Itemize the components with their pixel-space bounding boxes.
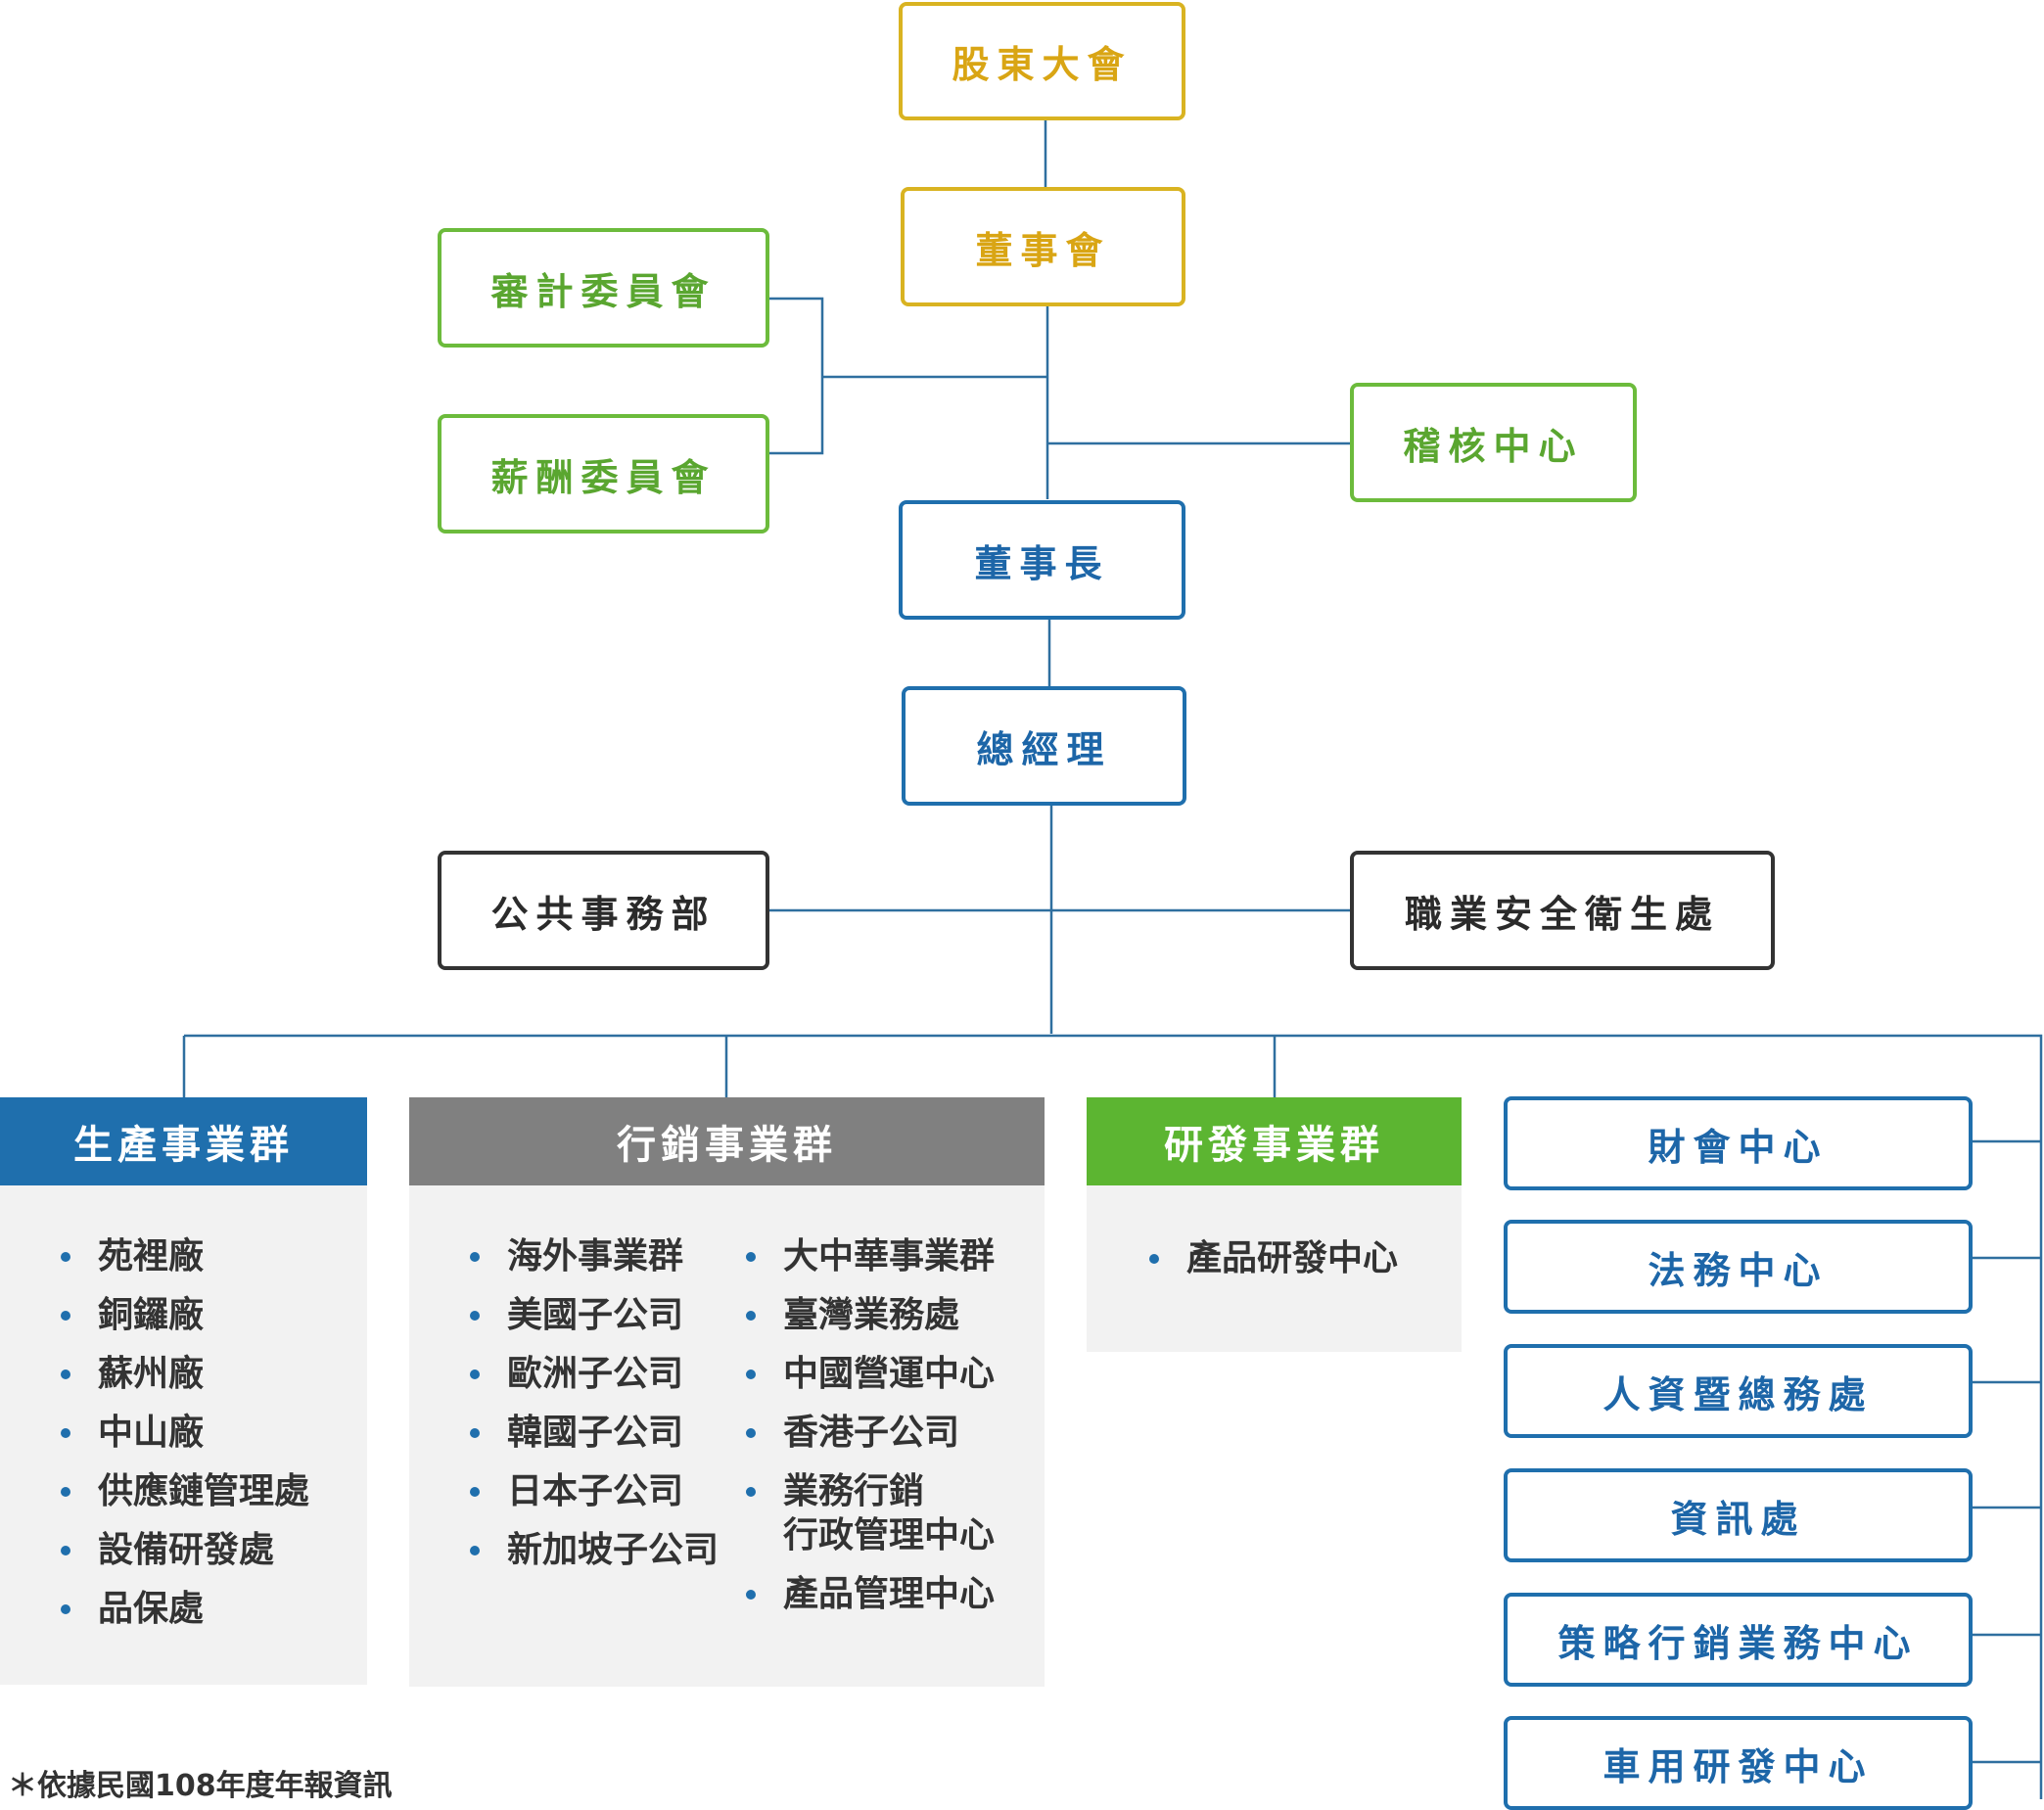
production-group-list: 苑裡廠 銅鑼廠 蘇州廠 中山廠 供應鏈管理處 設備研發處 品保處 (59, 1234, 309, 1646)
list-item: 日本子公司 (468, 1469, 719, 1513)
rnd-group-header: 研發事業群 (1087, 1097, 1462, 1185)
list-item: 苑裡廠 (59, 1234, 309, 1278)
marketing-group-body: 海外事業群 美國子公司 歐洲子公司 韓國子公司 日本子公司 新加坡子公司 大中華… (409, 1185, 1045, 1687)
audit-committee-box: 審計委員會 (438, 228, 769, 348)
list-item: 韓國子公司 (468, 1411, 719, 1455)
production-group-body: 苑裡廠 銅鑼廠 蘇州廠 中山廠 供應鏈管理處 設備研發處 品保處 (0, 1185, 367, 1685)
list-item: 歐洲子公司 (468, 1352, 719, 1396)
list-item: 設備研發處 (59, 1528, 309, 1572)
finance-center-box: 財會中心 (1504, 1096, 1973, 1190)
list-item: 產品管理中心 (744, 1572, 995, 1616)
marketing-group-list-left: 海外事業群 美國子公司 歐洲子公司 韓國子公司 日本子公司 新加坡子公司 (468, 1234, 719, 1587)
it-department-box: 資訊處 (1504, 1468, 1973, 1562)
groups-bus (182, 1034, 2043, 1799)
committee-connector (768, 297, 1047, 455)
rnd-group-body: 產品研發中心 (1087, 1185, 1462, 1352)
president-box: 總經理 (902, 686, 1186, 806)
board-of-directors-box: 董事會 (901, 187, 1185, 306)
rnd-group-list: 產品研發中心 (1147, 1236, 1398, 1295)
marketing-group-header: 行銷事業群 (409, 1097, 1045, 1185)
list-item: 香港子公司 (744, 1411, 995, 1455)
occupational-safety-box: 職業安全衛生處 (1350, 851, 1775, 970)
list-item: 品保處 (59, 1587, 309, 1631)
internal-audit-center-box: 稽核中心 (1350, 383, 1637, 502)
centers-connector (1973, 1139, 2041, 1764)
list-item: 美國子公司 (468, 1293, 719, 1337)
list-item: 業務行銷 行政管理中心 (744, 1469, 995, 1557)
list-item: 臺灣業務處 (744, 1293, 995, 1337)
list-item: 供應鏈管理處 (59, 1469, 309, 1513)
shareholders-meeting-box: 股東大會 (899, 2, 1185, 120)
list-item: 中山廠 (59, 1411, 309, 1455)
chairman-box: 董事長 (899, 500, 1185, 620)
list-item: 產品研發中心 (1147, 1236, 1398, 1280)
production-group-header: 生產事業群 (0, 1097, 367, 1185)
trunk-line-top (1044, 119, 1053, 1034)
hr-general-affairs-box: 人資暨總務處 (1504, 1344, 1973, 1438)
list-item: 新加坡子公司 (468, 1528, 719, 1572)
list-item: 銅鑼廠 (59, 1293, 309, 1337)
marketing-group-list-right: 大中華事業群 臺灣業務處 中國營運中心 香港子公司 業務行銷 行政管理中心 產品… (744, 1234, 995, 1631)
legal-center-box: 法務中心 (1504, 1220, 1973, 1314)
list-item: 蘇州廠 (59, 1352, 309, 1396)
list-item: 中國營運中心 (744, 1352, 995, 1396)
list-item: 大中華事業群 (744, 1234, 995, 1278)
remuneration-committee-box: 薪酬委員會 (438, 414, 769, 534)
list-item: 海外事業群 (468, 1234, 719, 1278)
footnote: ＊依據民國108年度年報資訊 (8, 1769, 393, 1803)
automotive-rnd-center-box: 車用研發中心 (1504, 1716, 1973, 1810)
strategic-marketing-center-box: 策略行銷業務中心 (1504, 1593, 1973, 1687)
public-affairs-box: 公共事務部 (438, 851, 769, 970)
